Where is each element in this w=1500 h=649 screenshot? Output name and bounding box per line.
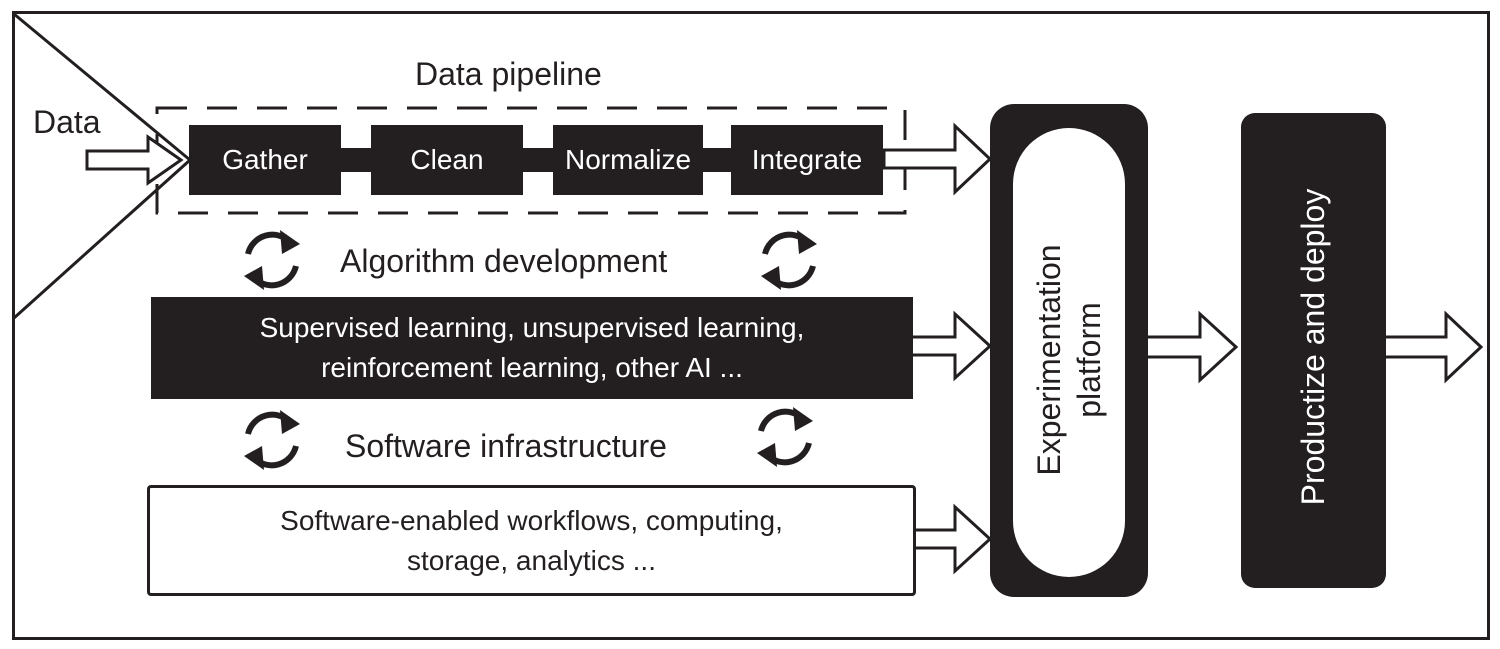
algorithm-development-title: Algorithm development bbox=[340, 243, 668, 279]
software-line-2: storage, analytics ... bbox=[406, 544, 656, 576]
algorithm-development-box: Supervised learning, unsupervised learni… bbox=[151, 297, 913, 399]
experimentation-platform-label: Experimentation platform bbox=[1029, 160, 1109, 560]
algorithm-line-2: reinforcement learning, other AI ... bbox=[321, 352, 743, 383]
cycle-icon bbox=[244, 230, 300, 290]
cycle-icon bbox=[761, 230, 817, 290]
software-line-1: Software-enabled workflows, computing, bbox=[280, 504, 783, 536]
productize-deploy-label: Productize and deploy bbox=[1295, 188, 1331, 506]
cycle-icon bbox=[757, 407, 813, 467]
deploy-output-arrow bbox=[1372, 310, 1484, 384]
productize-deploy-box bbox=[1241, 113, 1386, 588]
experimentation-line-1: Experimentation bbox=[1031, 244, 1067, 476]
pipeline-step-normalize: Normalize bbox=[553, 125, 703, 195]
data-pipeline-title: Data pipeline bbox=[415, 56, 602, 92]
pipeline-connector bbox=[338, 148, 372, 172]
diagram-frame bbox=[12, 11, 1490, 640]
data-input-arrow bbox=[85, 134, 184, 186]
pipeline-step-gather: Gather bbox=[189, 125, 341, 195]
data-input-label: Data bbox=[33, 104, 101, 140]
software-infrastructure-title: Software infrastructure bbox=[345, 428, 667, 464]
pipeline-step-integrate: Integrate bbox=[731, 125, 883, 195]
pipeline-to-platform-arrow bbox=[882, 122, 993, 196]
pipeline-connector bbox=[700, 148, 733, 172]
pipeline-step-clean: Clean bbox=[371, 125, 523, 195]
software-infrastructure-box: Software-enabled workflows, computing, s… bbox=[147, 485, 916, 596]
experimentation-line-2: platform bbox=[1071, 302, 1107, 418]
experimentation-platform-box bbox=[1013, 128, 1125, 577]
pipeline-connector bbox=[520, 148, 554, 172]
algorithm-line-1: Supervised learning, unsupervised learni… bbox=[259, 312, 805, 343]
cycle-icon bbox=[244, 410, 300, 470]
